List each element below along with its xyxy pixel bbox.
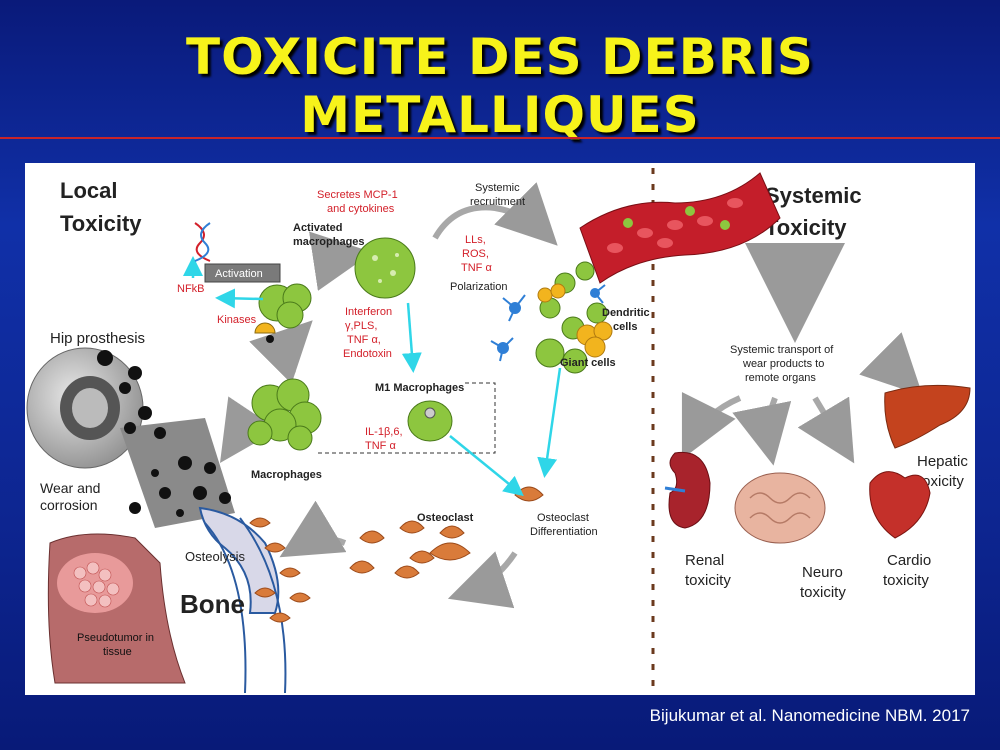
interferon-arrow xyxy=(401,302,422,373)
diagram-svg: Local Toxicity Systemic Toxicity Hip pro… xyxy=(26,168,971,694)
title-divider xyxy=(0,137,1000,139)
interferon-label-2: γ,PLS, xyxy=(345,320,377,332)
activated-macrophage xyxy=(354,237,416,299)
osteoclast-cells-bone xyxy=(249,517,311,623)
wear-corrosion-label-2: corrosion xyxy=(40,497,98,513)
kinase-receptor xyxy=(254,322,276,334)
heart-icon xyxy=(869,471,931,539)
secretes-label-1: Secretes MCP-1 xyxy=(317,189,398,201)
kidney-icon xyxy=(668,451,711,529)
cardio-label-1: Cardio xyxy=(887,552,931,569)
hepatic-label-2: toxicity xyxy=(918,473,964,490)
brain-icon xyxy=(734,472,826,544)
osteolysis-label: Osteolysis xyxy=(185,549,245,564)
il-label-2: TNF α xyxy=(365,440,396,452)
transport-label-1: Systemic transport of xyxy=(730,344,834,356)
osteoclast-label: Osteoclast xyxy=(417,512,474,524)
activation-box xyxy=(204,263,281,283)
lls-label-1: LLs, xyxy=(465,234,486,246)
giant-osteoclast-arrow xyxy=(537,367,562,478)
macrophages-label: Macrophages xyxy=(251,469,322,481)
activation-label: Activation xyxy=(215,268,263,280)
blood-vessel xyxy=(579,172,781,284)
liver-icon xyxy=(884,384,971,449)
diagram-panel: Local Toxicity Systemic Toxicity Hip pro… xyxy=(25,163,975,695)
osteoclast-diff-label-1: Osteoclast xyxy=(537,512,589,524)
polarization-label: Polarization xyxy=(450,281,507,293)
bone-label: Bone xyxy=(180,589,245,619)
pseudotumor-tissue xyxy=(47,533,186,684)
bone-outline xyxy=(204,522,247,694)
m1-macrophage xyxy=(407,400,453,442)
nfkb-label: NFkB xyxy=(177,283,205,295)
kinase-macrophage xyxy=(258,283,312,329)
secretes-label-2: and cytokines xyxy=(327,203,395,215)
nfkb-arrow xyxy=(215,288,264,309)
local-toxicity-heading-2: Toxicity xyxy=(60,211,142,236)
recruitment-label-1: Systemic xyxy=(475,182,520,194)
osteoclast-cells-row xyxy=(349,486,544,579)
transport-label-2: wear products to xyxy=(742,358,824,370)
dendritic-label-2: cells xyxy=(613,321,637,333)
wear-corrosion-label-1: Wear and xyxy=(40,480,100,496)
systemic-main-arrow xyxy=(744,242,845,343)
recruitment-label-2: recruitment xyxy=(470,196,525,208)
giant-cell xyxy=(537,283,613,358)
hip-prosthesis-image xyxy=(26,347,235,528)
m1-osteoclast-arrow xyxy=(449,435,524,497)
interferon-label-1: Interferon xyxy=(345,306,392,318)
renal-label-1: Renal xyxy=(685,552,724,569)
macrophages-cluster xyxy=(247,378,322,451)
interferon-label-4: Endotoxin xyxy=(343,348,392,360)
cardio-label-2: toxicity xyxy=(883,572,929,589)
organ-arrows xyxy=(681,332,923,466)
local-toxicity-heading-1: Local xyxy=(60,178,117,203)
dna-icon xyxy=(194,222,211,262)
hip-prosthesis-label: Hip prosthesis xyxy=(50,330,145,347)
hepatic-label-1: Hepatic xyxy=(917,453,968,470)
slide-title: TOXICITE DES DEBRIS METALLIQUES xyxy=(186,28,814,144)
activated-label-1: Activated xyxy=(293,222,343,234)
immune-cells xyxy=(535,261,608,374)
transport-label-3: remote organs xyxy=(745,372,816,384)
giant-cells-label: Giant cells xyxy=(560,357,616,369)
il-label-1: IL-1β,6, xyxy=(365,426,403,438)
pseudotumor-label-1: Pseudotumor in xyxy=(77,632,154,644)
neuro-label-1: Neuro xyxy=(802,564,843,581)
neuro-label-2: toxicity xyxy=(800,584,846,601)
m1-feedback-line xyxy=(315,382,496,454)
activated-label-2: macrophages xyxy=(293,236,365,248)
citation: Bijukumar et al. Nanomedicine NBM. 2017 xyxy=(649,706,970,725)
cycle-arrows xyxy=(220,182,558,609)
kinases-label: Kinases xyxy=(217,314,257,326)
interferon-label-3: TNF α, xyxy=(347,334,381,346)
osteoclast-diff-label-2: Differentiation xyxy=(530,526,598,538)
lls-label-3: TNF α xyxy=(461,262,492,274)
dendritic-label-1: Dendritic xyxy=(602,307,650,319)
systemic-toxicity-heading-1: Systemic xyxy=(765,183,862,208)
m1-label: M1 Macrophages xyxy=(375,382,464,394)
lls-label-2: ROS, xyxy=(462,248,489,260)
renal-label-2: toxicity xyxy=(685,572,731,589)
pseudotumor-label-2: tissue xyxy=(103,646,132,658)
dendritic-cell-icons xyxy=(490,284,606,362)
